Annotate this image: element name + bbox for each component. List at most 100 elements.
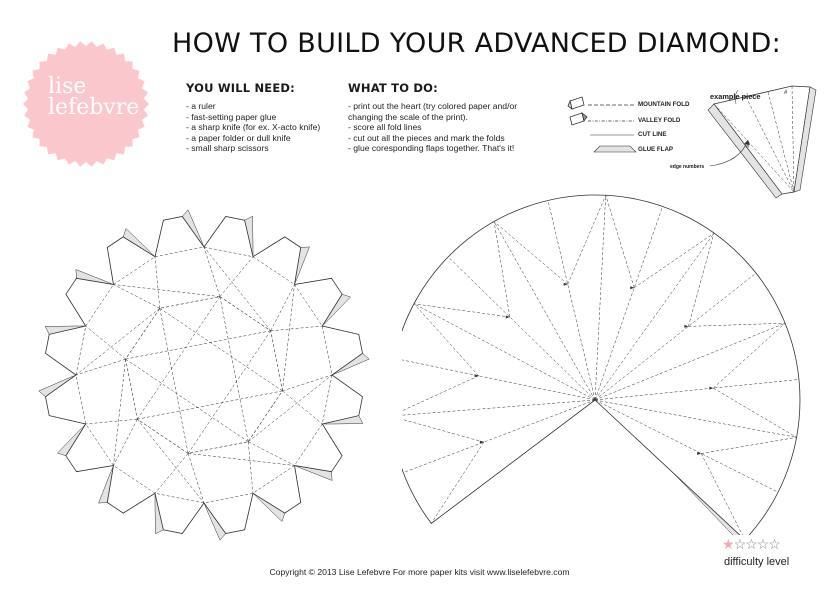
fold-line [413, 303, 596, 401]
lise-lefebvre-logo: lise lefebvre [22, 40, 150, 168]
fold-line [413, 303, 479, 376]
fold-line [154, 256, 161, 309]
fold-line [107, 247, 114, 285]
fold-line [203, 246, 221, 297]
list-item: - fast-setting paper glue [186, 111, 277, 122]
folded-paper-valley-icon [569, 111, 588, 126]
star-empty-icon: ☆ [745, 536, 758, 552]
fold-line [203, 493, 254, 504]
fold-line [688, 322, 786, 327]
fold-line [85, 418, 138, 425]
fold-line [493, 221, 511, 318]
fold-line [49, 415, 86, 425]
fold-line [294, 278, 332, 285]
logo-text: lise lefebvre [22, 74, 150, 120]
fold-line [493, 221, 568, 285]
fold-line [447, 256, 596, 401]
fold-line [113, 359, 126, 466]
cut-line-label: CUT LINE [638, 131, 667, 138]
fold-line [137, 419, 205, 504]
glue-flap-label: GLUE FLAP [638, 146, 674, 153]
fold-line [294, 423, 323, 466]
fold-line [605, 195, 635, 288]
fold-line [390, 415, 484, 443]
fold-line [594, 399, 779, 493]
difficulty-rating: ★☆☆☆☆ [722, 536, 781, 552]
arrow-mark [709, 386, 714, 390]
fold-line [322, 325, 333, 376]
page-title: HOW TO BUILD YOUR ADVANCED DIAMOND: [172, 28, 782, 59]
fold-line [394, 358, 596, 401]
fold-line [244, 493, 254, 530]
arrow-mark [697, 452, 702, 455]
fold-line [594, 379, 799, 401]
what-to-do-heading: WHAT TO DO: [348, 81, 438, 95]
fold-line [403, 399, 596, 473]
logo-line1: lise [48, 74, 87, 99]
fold-line [76, 465, 114, 472]
fold-line [594, 195, 606, 401]
list-item: - score all fold lines [348, 122, 422, 133]
fold-line [493, 221, 596, 401]
legend-graphics [567, 96, 637, 153]
fold-line [182, 502, 205, 534]
fold-line [594, 399, 797, 438]
fold-line [154, 220, 164, 257]
you-will-need-heading: YOU WILL NEED: [186, 81, 295, 95]
star-empty-icon: ☆ [756, 536, 770, 552]
badge-burst [23, 41, 149, 167]
fold-line [390, 375, 479, 417]
fold-line [75, 325, 86, 376]
fold-line [413, 303, 510, 318]
fold-line [85, 423, 114, 466]
fold-line [75, 308, 160, 376]
list-item: - a ruler [186, 101, 216, 111]
star-empty-icon: ☆ [733, 536, 747, 552]
diamond-pavilion-template [389, 185, 827, 554]
arrow-mark [479, 440, 484, 444]
fold-line [713, 323, 786, 389]
fold-line [75, 358, 126, 376]
fold-line [331, 374, 363, 397]
list-item: - small sharp scissors [186, 143, 269, 154]
fold-line [252, 236, 285, 257]
fold-line [85, 325, 126, 360]
folded-paper-icon [567, 96, 585, 110]
fold-line [567, 195, 606, 285]
arrow-mark [474, 374, 479, 378]
fold-line [594, 399, 746, 540]
example-piece-title: example piece [710, 92, 761, 101]
fold-line [154, 453, 189, 494]
fold-legend: MOUNTAIN FOLD VALLEY FOLD CUT LINE GLUE … [560, 92, 710, 162]
fold-line [294, 465, 301, 503]
fold-line [75, 374, 86, 425]
fold-line [219, 256, 254, 297]
star-empty-icon: ☆ [768, 536, 781, 552]
fold-line [187, 453, 205, 504]
pavilion-cut-pattern [389, 194, 801, 554]
copyright-footer: Copyright © 2013 Lise Lefebvre For more … [269, 567, 570, 577]
fold-line [65, 294, 86, 327]
fold-line [282, 390, 323, 425]
fold-line [390, 399, 596, 417]
fold-line [248, 441, 295, 466]
fold-line [688, 233, 715, 327]
fold-line [594, 322, 786, 401]
fold-line [113, 284, 220, 297]
fold-line [594, 272, 757, 401]
fold-line [248, 374, 333, 442]
fold-line [282, 284, 295, 391]
fold-line [45, 353, 77, 376]
crown-cut-pattern [38, 209, 370, 541]
materials-list: - a ruler - fast-setting paper glue - a … [186, 101, 320, 154]
fold-line [713, 387, 797, 438]
arrow-mark [630, 286, 635, 290]
fold-line [154, 246, 205, 257]
fold-line [431, 441, 485, 524]
logo-badge-icon [23, 41, 149, 167]
arrow-mark [684, 324, 689, 328]
fold-line [85, 284, 114, 327]
logo-line2: lefebvre [48, 95, 140, 120]
glue-flap-swatch [593, 145, 637, 153]
fold-line [322, 325, 359, 335]
